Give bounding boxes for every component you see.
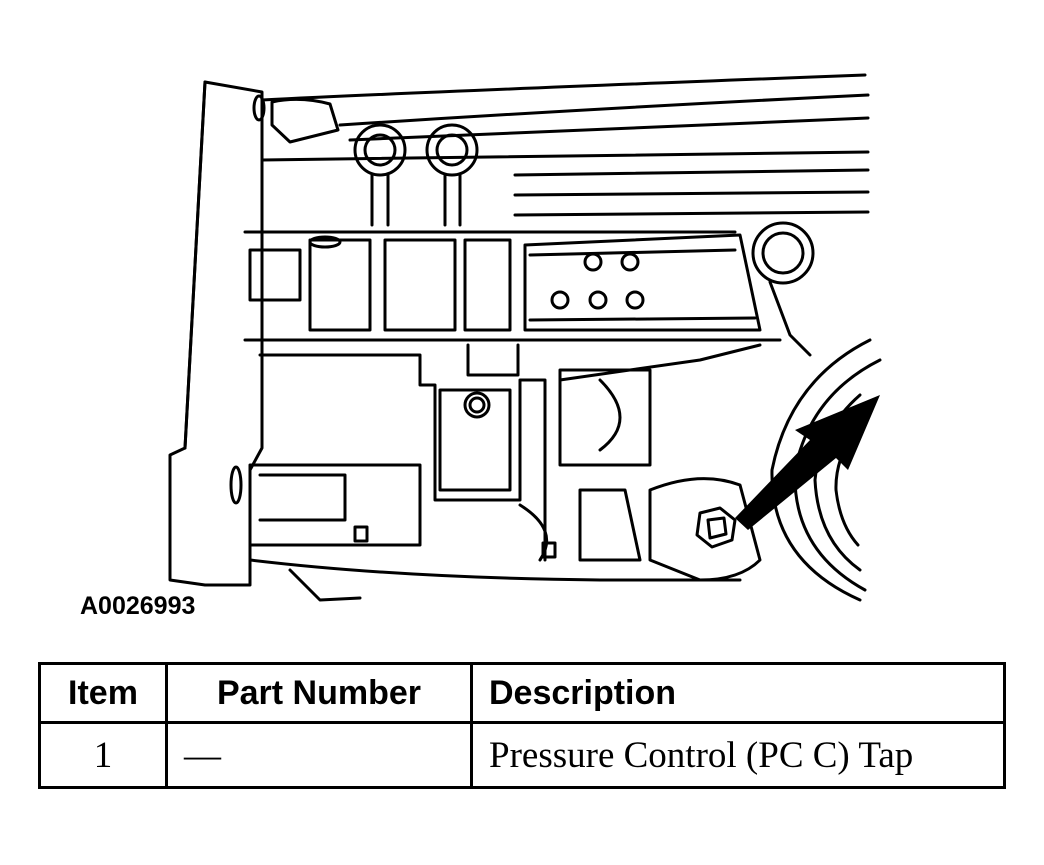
port-fitting-1 [353,123,407,177]
pc-c-tap-bolt [695,506,737,549]
case-flange [168,80,264,587]
part-number: — [165,721,473,789]
item-column-header: Item [38,662,168,724]
arrow-icon [735,395,880,530]
legend-table: Item Part Number Description 1 — Pressur… [38,662,1006,789]
cooler-port [751,221,815,285]
legend-row: 1 — Pressure Control (PC C) Tap [38,721,1006,789]
item-number: 1 [38,721,168,789]
part-number-column-header: Part Number [165,662,473,724]
figure-id: A0026993 [80,592,196,620]
valve-body-plate [523,233,762,332]
port-fitting-2 [425,123,479,177]
legend-header-row: Item Part Number Description [38,662,1006,724]
part-description: Pressure Control (PC C) Tap [470,721,1006,789]
transmission-case-illustration [168,73,882,602]
description-column-header: Description [470,662,1006,724]
